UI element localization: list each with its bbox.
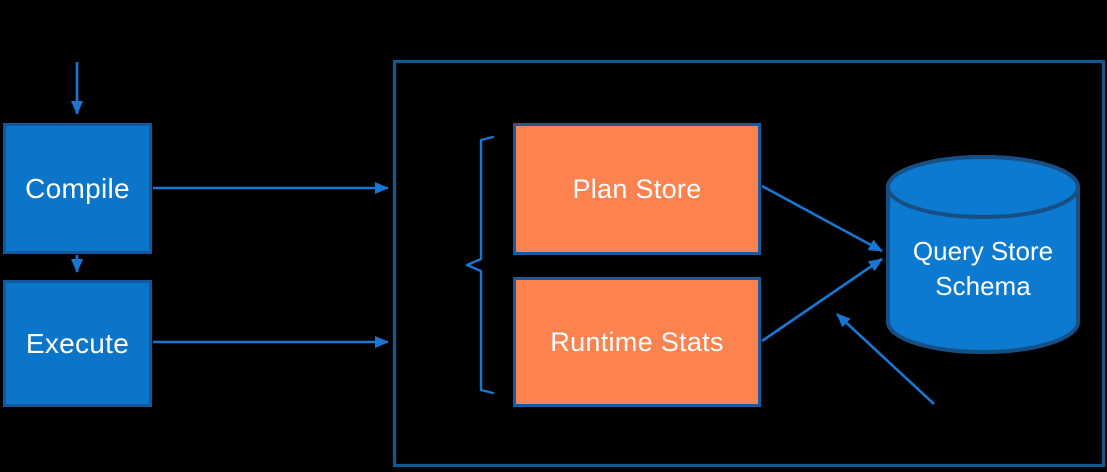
runtime-stats-node: Runtime Stats	[513, 277, 761, 407]
arrow-plan-store-to-schema	[761, 184, 883, 253]
grouping-bracket	[465, 135, 495, 395]
plan-store-label: Plan Store	[572, 173, 702, 204]
execute-label: Execute	[25, 327, 130, 359]
compile-node: Compile	[3, 123, 152, 254]
query-store-schema-cylinder	[886, 155, 1080, 354]
arrow-runtime-stats-to-schema	[761, 257, 883, 343]
runtime-stats-label: Runtime Stats	[550, 326, 724, 357]
query-store-boundary-box	[392, 59, 1106, 468]
arrow-incoming-bottom-right	[836, 313, 935, 405]
compile-label: Compile	[25, 172, 130, 204]
execute-node: Execute	[3, 280, 152, 407]
plan-store-node: Plan Store	[513, 123, 761, 255]
